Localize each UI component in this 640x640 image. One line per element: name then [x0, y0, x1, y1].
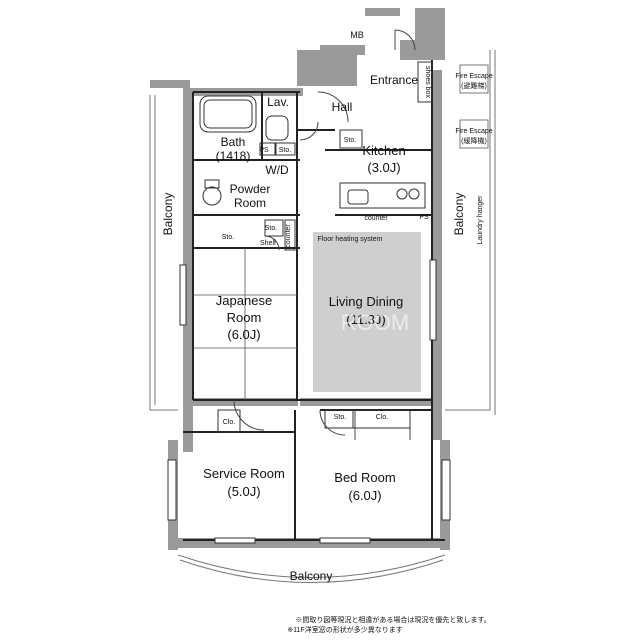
label-bath: Bath: [221, 135, 246, 149]
lav-basin: [265, 115, 289, 141]
label-bath-size: (1418): [216, 149, 251, 163]
label-sto-powder: Sto.: [222, 234, 235, 241]
label-fire-escape-1: Fire Escape: [455, 73, 492, 80]
label-ps-bath: PS: [259, 147, 269, 154]
label-bed-size: (6.0J): [348, 488, 381, 503]
label-kitchen: Kitchen: [362, 143, 405, 158]
bathtub: [199, 95, 257, 133]
floor-heating-area: [313, 232, 421, 392]
label-counter-vertical: counter: [285, 224, 292, 248]
label-powder-2: Room: [234, 196, 266, 210]
label-sto-hall: Sto.: [344, 137, 357, 144]
label-balcony-right: Balcony: [452, 193, 466, 236]
label-service-size: (5.0J): [227, 484, 260, 499]
label-counter-kitchen: counter: [364, 215, 388, 222]
toilet: [202, 186, 222, 206]
label-fire-escape-2: Fire Escape: [455, 128, 492, 135]
label-sto-bath: Sto.: [279, 147, 292, 154]
label-shelf: Shelf: [260, 240, 276, 247]
label-watermark: ROOM: [341, 310, 409, 335]
label-balcony-bottom: Balcony: [290, 569, 333, 583]
label-laundry-hanger: Laundry hanger: [477, 195, 484, 245]
label-fire-escape-1-jp: (避難梯): [461, 81, 487, 90]
label-japanese-1: Japanese: [216, 293, 272, 308]
label-floor-heating: Floor heating system: [318, 236, 383, 243]
note-line-1: ※間取り図等現況と相違がある場合は現況を優先と致します。: [295, 615, 490, 624]
kitchen-counter: [339, 182, 426, 209]
label-wd: W/D: [265, 163, 289, 177]
label-sto-shelf: Sto.: [265, 225, 278, 232]
fixtures: [199, 61, 433, 433]
label-sto-bed: Sto.: [334, 414, 347, 421]
label-lav: Lav.: [267, 95, 289, 109]
label-powder-1: Powder: [230, 182, 271, 196]
label-fire-escape-2-jp: (緩降機): [461, 136, 487, 145]
label-clo-service: Clo.: [223, 419, 236, 426]
label-clo-bed: Clo.: [376, 414, 389, 421]
door-swings: [233, 29, 416, 440]
label-shoes-box: shoes box: [424, 66, 431, 98]
label-service-room: Service Room: [203, 466, 285, 481]
note-line-2: ※11F洋室窓の形状が多少異なります: [287, 625, 402, 634]
label-japanese-2: Room: [227, 310, 262, 325]
balconies: [149, 50, 496, 583]
label-balcony-left: Balcony: [161, 193, 175, 236]
label-kitchen-size: (3.0J): [367, 160, 400, 175]
label-hall: Hall: [332, 100, 353, 114]
label-japanese-size: (6.0J): [227, 327, 260, 342]
windows: [167, 259, 451, 544]
tatami-lines: [193, 248, 297, 400]
shoes-box: [417, 61, 433, 103]
label-bed-room: Bed Room: [334, 470, 395, 485]
label-living-size: (11.3J): [346, 312, 386, 327]
label-mb: MB: [350, 30, 364, 40]
label-living: Living Dining: [329, 294, 403, 309]
label-ps-kitchen: PS: [419, 214, 429, 221]
label-entrance: Entrance: [370, 73, 418, 87]
